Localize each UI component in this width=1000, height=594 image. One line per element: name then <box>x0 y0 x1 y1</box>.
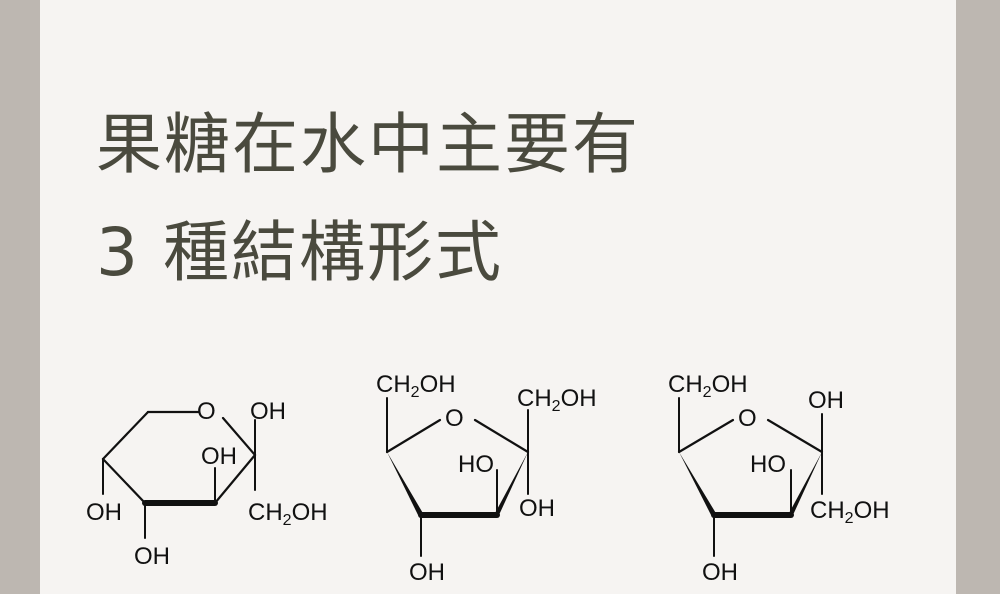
fructopyranose-structure <box>101 410 257 539</box>
alpha-furanose-oh-bottom: OH <box>409 559 445 586</box>
pyranose-ring-bonds <box>101 410 257 506</box>
title-line-2: 3 種結構形式 <box>96 214 503 291</box>
alpha-furanose-oh-right: OH <box>519 495 555 522</box>
pyranose-oh-top: OH <box>250 398 286 425</box>
beta-furanose-ho-ring: HO <box>750 451 786 478</box>
pyranose-oh-bottom: OH <box>134 543 170 570</box>
pyranose-oh-ring: OH <box>201 443 237 470</box>
beta-furanose-ch2oh-right: CH2OH <box>810 497 890 527</box>
beta-furanose-ch2oh-left: CH2OH <box>668 371 748 401</box>
title-line-1: 果糖在水中主要有 <box>96 106 640 183</box>
pyranose-substituent-bonds <box>102 419 256 539</box>
beta-furanose-oh-top: OH <box>808 387 844 414</box>
pyranose-ring-oxygen: O <box>197 398 216 425</box>
beta-furanose-ring-oxygen: O <box>738 405 757 432</box>
alpha-furanose-ch2oh-left: CH2OH <box>376 371 456 401</box>
alpha-furanose-substituent-bonds <box>386 397 529 557</box>
pyranose-oh-left: OH <box>86 499 122 526</box>
alpha-furanose-ring-oxygen: O <box>445 405 464 432</box>
alpha-furanose-ho-ring: HO <box>458 451 494 478</box>
alpha-furanose-structure <box>385 397 530 557</box>
beta-furanose-structure <box>677 397 824 557</box>
alpha-furanose-ch2oh-right: CH2OH <box>517 385 597 415</box>
beta-furanose-substituent-bonds <box>678 397 823 557</box>
alpha-furanose-ring-bonds <box>385 418 530 518</box>
pyranose-ch2oh: CH2OH <box>248 499 328 529</box>
beta-furanose-oh-bottom: OH <box>702 559 738 586</box>
beta-furanose-ring-bonds <box>677 418 824 518</box>
